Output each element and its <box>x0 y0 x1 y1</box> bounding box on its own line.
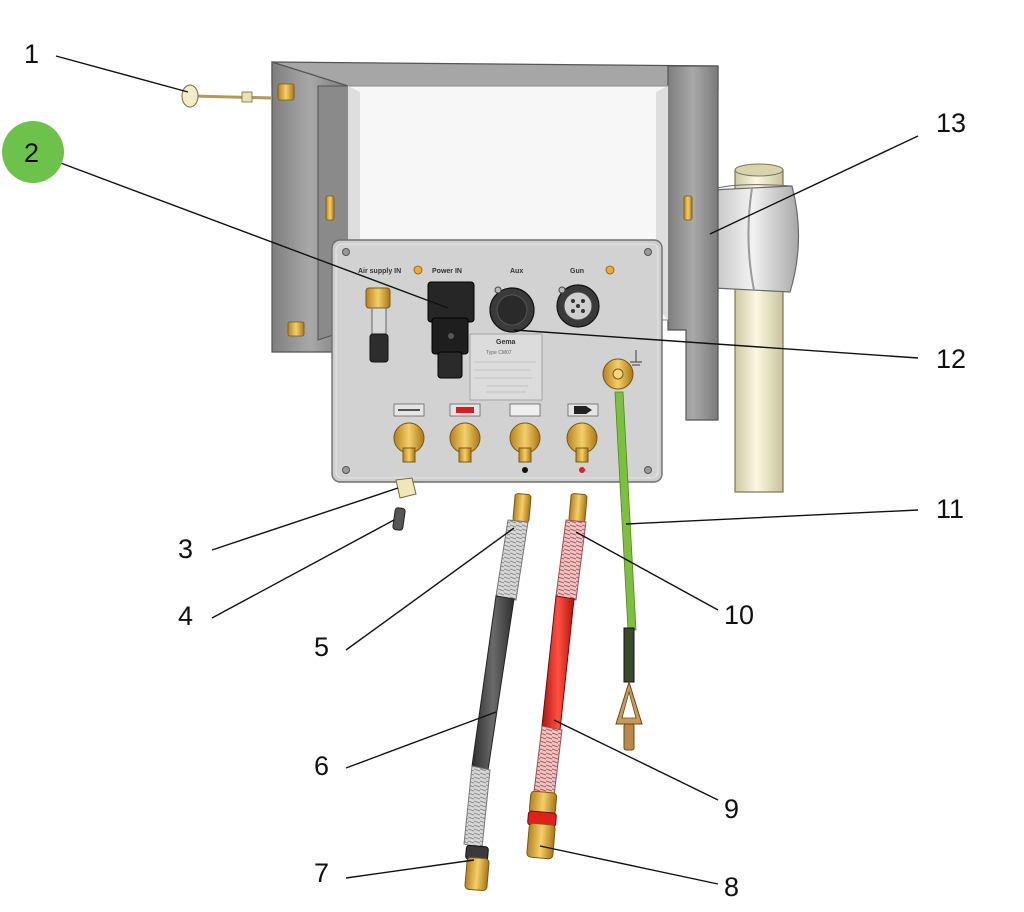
ground-cable <box>614 391 643 751</box>
type-label: Gema Type CM07 <box>469 333 543 401</box>
plate-label-gun: Gun <box>570 268 584 275</box>
callout-label: 1 <box>24 39 39 69</box>
callout-1: 1 <box>24 39 39 69</box>
gun-connector <box>556 284 600 328</box>
callout-13: 13 <box>936 108 966 138</box>
callout-4: 4 <box>178 601 193 631</box>
callout-label: 4 <box>178 601 193 631</box>
callout-8: 8 <box>724 872 739 902</box>
type-label-type-line: Type CM07 <box>486 350 512 356</box>
plate-label-air-supply: Air supply IN <box>358 268 401 275</box>
plate-label-power-in: Power IN <box>432 268 462 275</box>
callout-label: 5 <box>314 632 329 662</box>
dark-powder-hose <box>463 493 532 892</box>
callout-2-highlighted: 2 <box>2 121 64 183</box>
ground-terminal <box>602 350 642 390</box>
callout-label: 2 <box>24 138 39 168</box>
callout-3: 3 <box>178 534 193 564</box>
air-inlet-fitting <box>395 477 417 499</box>
callout-label: 10 <box>724 600 754 630</box>
callout-label: 8 <box>724 872 739 902</box>
callout-5: 5 <box>314 632 329 662</box>
air-supply-fitting <box>365 287 391 363</box>
callout-label: 12 <box>936 344 966 374</box>
locking-knob <box>181 84 273 108</box>
callout-9: 9 <box>724 794 739 824</box>
plate-label-aux: Aux <box>510 268 523 275</box>
callout-10: 10 <box>724 600 754 630</box>
callout-label: 7 <box>314 858 329 888</box>
callout-label: 9 <box>724 794 739 824</box>
air-inlet-plug <box>392 507 406 531</box>
callout-label: 3 <box>178 534 193 564</box>
callout-7: 7 <box>314 858 329 888</box>
type-label-brand: Gema <box>496 339 516 346</box>
callout-label: 11 <box>936 494 964 524</box>
callout-12: 12 <box>936 344 966 374</box>
connection-plate: Air supply IN Power IN Aux Gun <box>331 239 663 483</box>
power-in-connector <box>427 281 475 379</box>
outlet-symbols <box>393 403 599 417</box>
aux-connector <box>489 286 535 333</box>
highlight-circle <box>2 121 64 183</box>
outlet-fittings <box>393 422 598 473</box>
callout-label: 6 <box>314 751 329 781</box>
red-powder-hose <box>526 493 588 860</box>
callout-11: 11 <box>936 494 964 524</box>
callout-6: 6 <box>314 751 329 781</box>
callout-label: 13 <box>936 108 966 138</box>
leader-lines <box>55 55 919 885</box>
